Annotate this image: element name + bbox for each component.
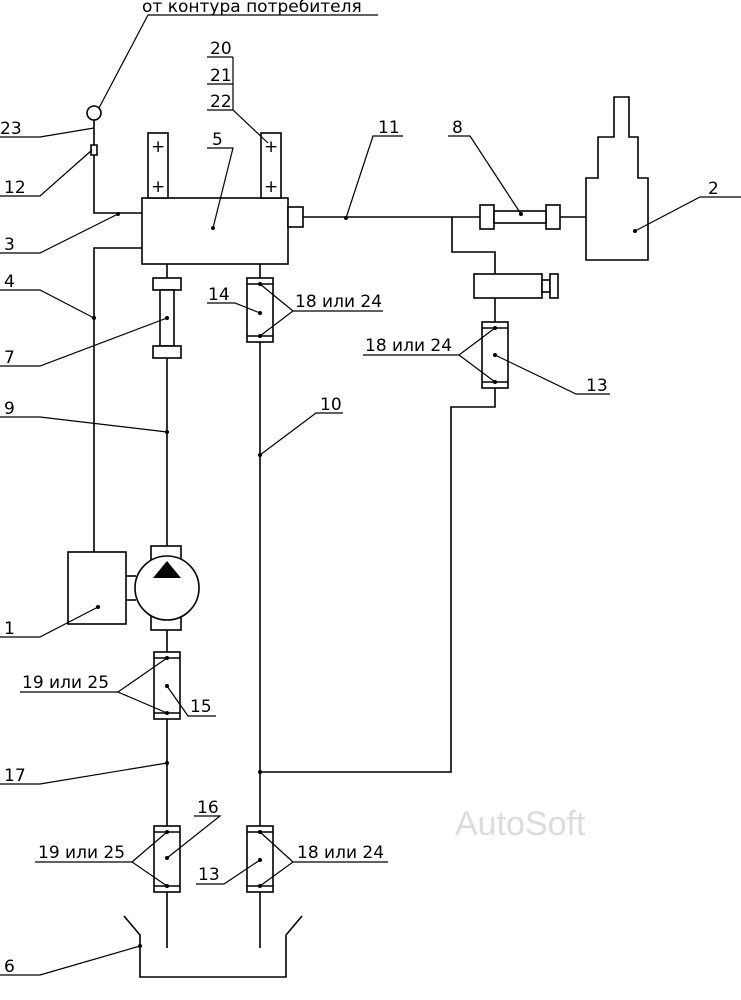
plus-sign: + <box>151 137 165 157</box>
cylinder-2 <box>585 96 649 261</box>
valve-body <box>473 273 543 299</box>
labels: от контура потребителя 23 12 3 4 7 9 1 1… <box>0 0 719 977</box>
control-block-5: + + + + <box>141 132 304 265</box>
label-3: 3 <box>4 235 15 255</box>
hose-body <box>493 210 547 224</box>
plus-sign: + <box>264 177 278 197</box>
label-18-right: 18 или 24 <box>365 336 452 356</box>
leaders <box>0 14 741 976</box>
label-18-mid: 18 или 24 <box>295 292 382 312</box>
pipe-consumer <box>93 120 142 214</box>
label-23: 23 <box>0 119 22 139</box>
pump-icon <box>134 555 200 621</box>
motor-pump-unit <box>67 545 200 631</box>
label-13-right: 13 <box>586 376 608 396</box>
label-17: 17 <box>4 766 26 786</box>
label-12: 12 <box>4 178 26 198</box>
watermark: AutoSoft <box>455 805 586 843</box>
block-port <box>287 206 304 228</box>
hose-8 <box>479 204 561 230</box>
hose-fitting-left <box>479 204 495 230</box>
plus-sign: + <box>151 177 165 197</box>
label-2: 2 <box>708 179 719 199</box>
hose-fitting-right <box>545 204 561 230</box>
label-11: 11 <box>378 118 400 138</box>
connector-23 <box>86 105 102 121</box>
label-4: 4 <box>4 272 15 292</box>
tank-6 <box>123 915 303 978</box>
label-9: 9 <box>4 399 15 419</box>
label-7: 7 <box>4 348 15 368</box>
plus-sign: + <box>264 137 278 157</box>
pipe-return-right <box>260 388 496 773</box>
label-20: 20 <box>210 39 232 59</box>
handle-left <box>147 132 169 199</box>
label-6: 6 <box>4 957 15 977</box>
pipelines <box>93 120 586 948</box>
label-15: 15 <box>190 697 212 717</box>
label-22: 22 <box>210 92 232 112</box>
pipe-4 <box>93 247 142 552</box>
distributor-block <box>141 197 289 265</box>
label-18-bottom: 18 или 24 <box>297 843 384 863</box>
label-19-top: 19 или 25 <box>22 673 109 693</box>
label-10: 10 <box>320 395 342 415</box>
hose-fitting-top <box>152 277 182 291</box>
label-19-bottom: 19 или 25 <box>38 843 125 863</box>
pipe-branch-right <box>451 217 496 274</box>
pump-arrow-icon <box>153 561 181 578</box>
label-14: 14 <box>208 285 230 305</box>
hose-fitting-bottom <box>152 345 182 359</box>
top-note-label: от контура потребителя <box>142 0 362 17</box>
label-8: 8 <box>452 118 463 138</box>
label-21: 21 <box>210 66 232 86</box>
label-1: 1 <box>4 619 15 639</box>
motor-1 <box>67 551 127 625</box>
label-13-bottom: 13 <box>198 865 220 885</box>
valve-stem <box>541 279 551 293</box>
valve-handwheel <box>549 273 559 299</box>
label-5: 5 <box>212 130 223 150</box>
handle-right <box>260 132 282 199</box>
shutoff-valve <box>473 273 559 299</box>
label-16: 16 <box>197 798 219 818</box>
